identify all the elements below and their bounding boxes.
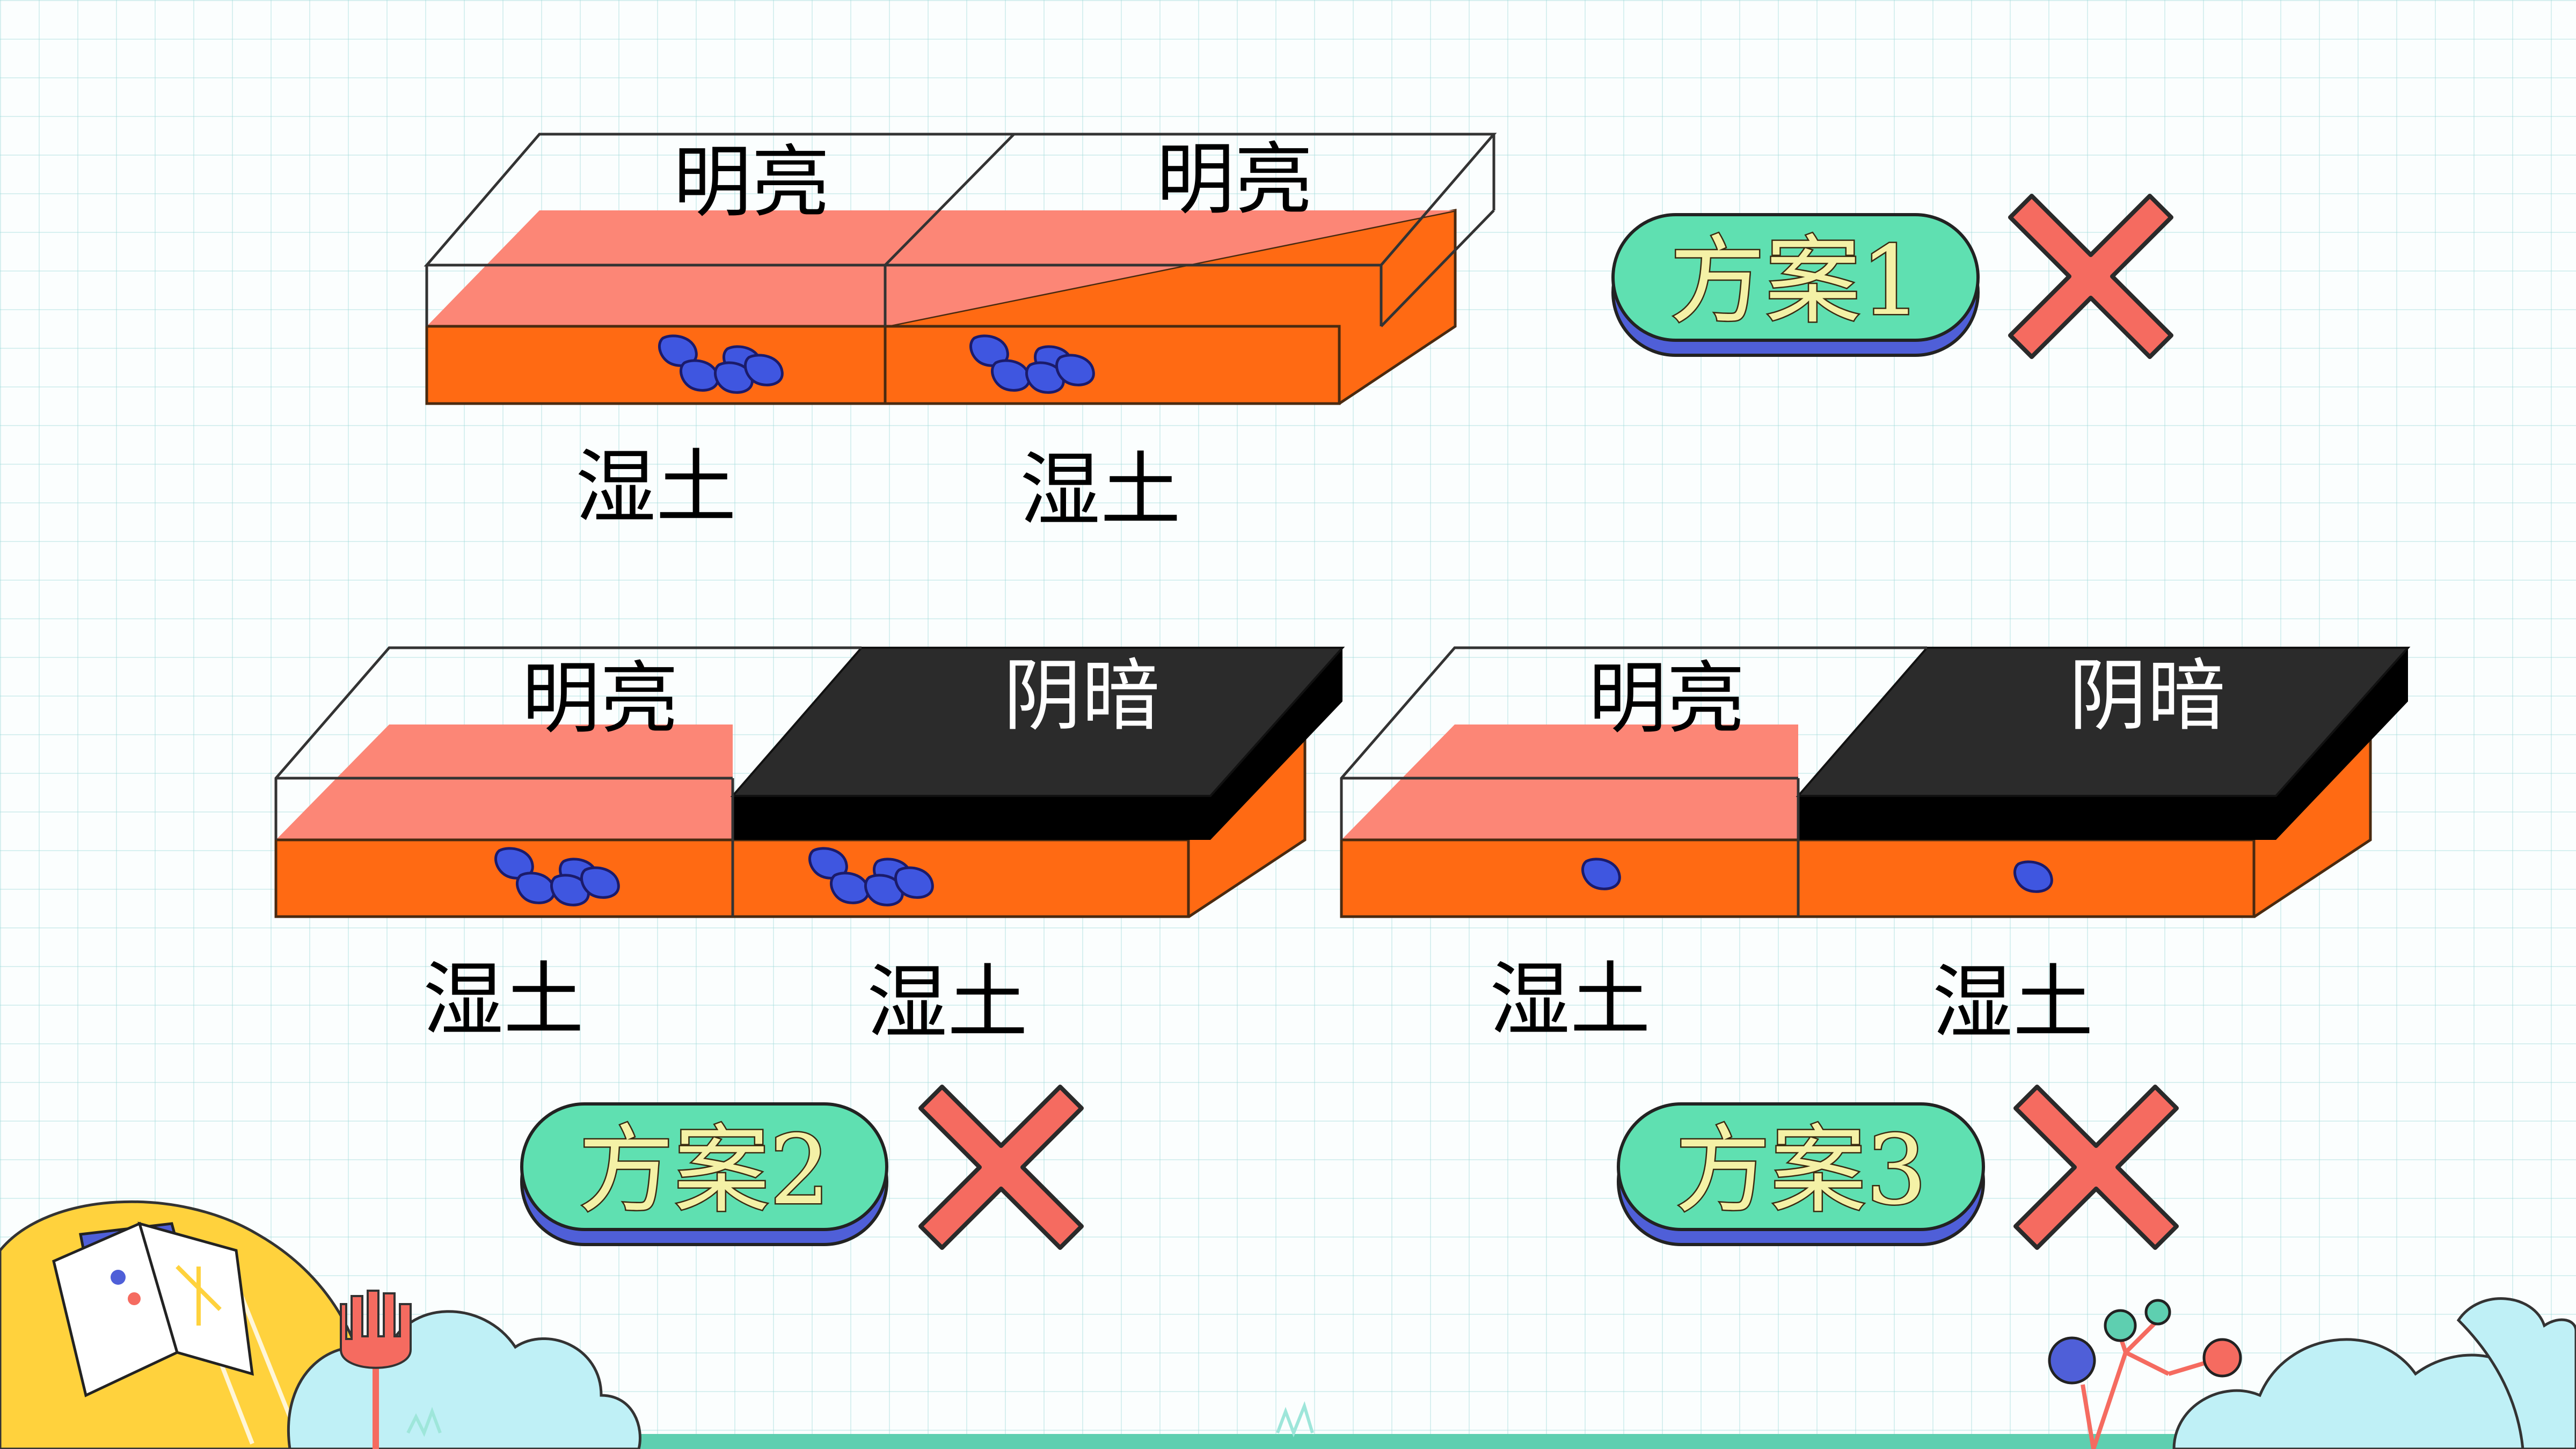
cross-icon — [2010, 196, 2171, 357]
scheme1-left-label: 明亮 — [673, 137, 830, 228]
bug-icon — [2015, 862, 2052, 891]
scheme2-plan-badge: 方案2 — [520, 1102, 888, 1246]
scheme1-right-label: 明亮 — [1156, 134, 1313, 225]
scheme3-soil-left: 湿土 — [1490, 954, 1651, 1047]
scheme2-plan-label: 方案2 — [578, 1115, 830, 1226]
scheme1-plan-label: 方案1 — [1669, 225, 1921, 336]
scheme2-left-label: 明亮 — [522, 653, 678, 744]
bug-icon — [1582, 859, 1619, 889]
scheme3-right-label: 阴暗 — [2069, 650, 2225, 742]
scheme2-soil-right: 湿土 — [867, 956, 1028, 1050]
scheme2-soil-left: 湿土 — [423, 954, 584, 1047]
scheme1-soil-left: 湿土 — [575, 441, 736, 535]
scheme3-experiment-box — [1340, 646, 2411, 918]
scheme1-plan-badge: 方案1 — [1611, 213, 1980, 357]
cross-icon — [921, 1087, 1082, 1248]
scheme3-plan-label: 方案3 — [1675, 1115, 1926, 1226]
scheme3-plan-badge: 方案3 — [1617, 1102, 1985, 1246]
scheme2-experiment-box — [274, 646, 1345, 918]
grass-icon — [406, 1401, 1314, 1438]
open-book-icon — [52, 1221, 254, 1397]
cross-icon — [2016, 1087, 2177, 1248]
scheme1-soil-right: 湿土 — [1020, 444, 1181, 537]
scheme1-experiment-box — [424, 133, 1497, 405]
hand-icon — [340, 1290, 412, 1449]
scheme2-right-label: 阴暗 — [1003, 650, 1160, 742]
scheme3-soil-right: 湿土 — [1932, 956, 2093, 1050]
scheme3-left-label: 明亮 — [1588, 653, 1745, 744]
tree-icon — [2048, 1299, 2242, 1449]
